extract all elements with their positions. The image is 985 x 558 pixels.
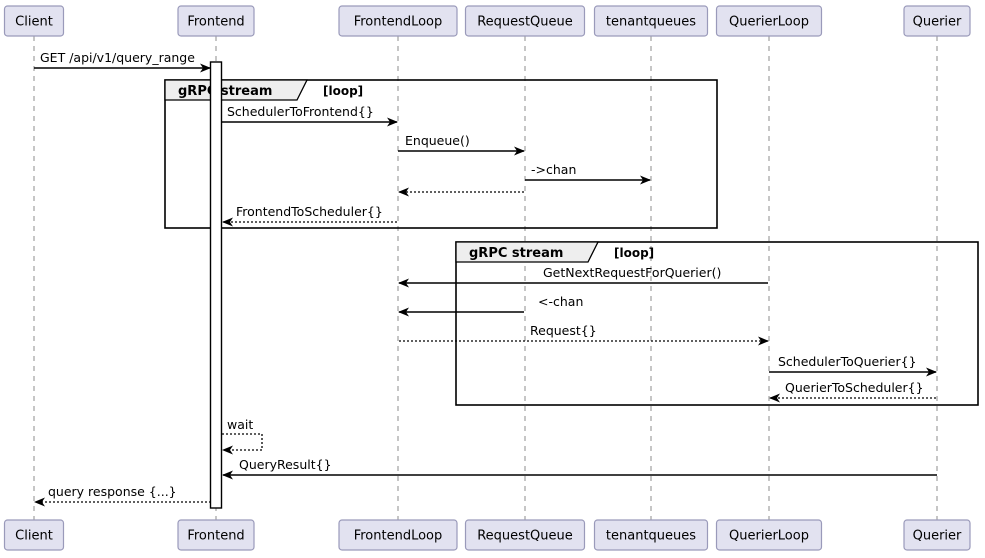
participant-querier-loop-top[interactable]: QuerierLoop: [715, 5, 823, 37]
participant-label: QuerierLoop: [729, 529, 809, 544]
participant-label: Client: [15, 529, 53, 544]
activation-bar-frontend: [209, 61, 223, 509]
participant-label: Frontend: [187, 15, 244, 30]
self-message-label: wait: [227, 417, 253, 432]
participant-label: Querier: [913, 529, 962, 544]
message-label: GetNextRequestForQuerier(): [543, 265, 721, 280]
fragment-border: [455, 241, 979, 406]
participant-label: Frontend: [187, 529, 244, 544]
participant-label: FrontendLoop: [354, 15, 443, 30]
activations-layer: [209, 61, 223, 509]
message-label: <-chan: [538, 294, 583, 309]
message-label: Request{}: [530, 323, 597, 338]
participant-box-shape: [3, 5, 65, 37]
lifelines-layer: [33, 36, 938, 520]
message-label: query response {...}: [48, 484, 177, 499]
participant-client-bottom[interactable]: Client: [3, 519, 65, 551]
participant-label: RequestQueue: [477, 15, 573, 30]
participant-box-shape: [593, 519, 709, 551]
message-label: QueryResult{}: [239, 457, 332, 472]
message-label: QuerierToScheduler{}: [785, 380, 924, 395]
fragment-g-rpc-stream-loop: gRPC stream [loop]: [455, 241, 979, 406]
participant-box-shape: [903, 5, 971, 37]
message-label: Enqueue(): [405, 133, 470, 148]
participant-frontend-loop-bottom[interactable]: FrontendLoop: [338, 519, 458, 551]
message-label: FrontendToScheduler{}: [236, 204, 383, 219]
msg-request[interactable]: Request{}: [399, 323, 769, 346]
msg-scheduler-to-frontend[interactable]: SchedulerToFrontend{}: [222, 104, 398, 127]
participants-layer: ClientClientFrontendFrontendFrontendLoop…: [3, 5, 971, 551]
participant-box-shape: [338, 5, 458, 37]
fragment-loop-label: [loop]: [323, 84, 363, 98]
participant-box-shape: [715, 5, 823, 37]
participant-label: FrontendLoop: [354, 529, 443, 544]
participant-request-queue-top[interactable]: RequestQueue: [464, 5, 586, 37]
participant-client-top[interactable]: Client: [3, 5, 65, 37]
participant-box-shape: [903, 519, 971, 551]
participant-box-shape: [464, 5, 586, 37]
participant-label: Querier: [913, 15, 962, 30]
participant-label: RequestQueue: [477, 529, 573, 544]
self-message-arrow: [222, 433, 263, 455]
participant-tenantqueues-bottom[interactable]: tenantqueues: [593, 519, 709, 551]
messages-layer: GET /api/v1/query_rangeSchedulerToFronte…: [34, 50, 937, 507]
message-label: GET /api/v1/query_range: [40, 50, 195, 65]
participant-frontend-top[interactable]: Frontend: [177, 5, 255, 37]
participant-box-shape: [338, 519, 458, 551]
participant-frontend-loop-top[interactable]: FrontendLoop: [338, 5, 458, 37]
participant-label: tenantqueues: [606, 529, 696, 544]
msg-from-chan[interactable]: <-chan: [398, 294, 583, 317]
msg-get-query-range[interactable]: GET /api/v1/query_range: [34, 50, 211, 73]
participant-querier-loop-bottom[interactable]: QuerierLoop: [715, 519, 823, 551]
participant-label: QuerierLoop: [729, 15, 809, 30]
message-label: SchedulerToQuerier{}: [778, 354, 917, 369]
participant-box-shape: [177, 5, 255, 37]
msg-to-chan[interactable]: ->chan: [525, 162, 651, 185]
message-label: SchedulerToFrontend{}: [227, 104, 374, 119]
fragment-tab: [164, 79, 309, 101]
fragments-layer: gRPC stream [loop] gRPC stream [loop]: [164, 79, 979, 406]
participant-box-shape: [715, 519, 823, 551]
participant-querier-bottom[interactable]: Querier: [903, 519, 971, 551]
msg-query-result[interactable]: QueryResult{}: [222, 457, 937, 480]
participant-box-shape: [177, 519, 255, 551]
msg-querier-to-scheduler[interactable]: QuerierToScheduler{}: [769, 380, 936, 403]
fragment-loop-label: [loop]: [614, 246, 654, 260]
participant-label: Client: [15, 15, 53, 30]
msg-frontend-to-scheduler[interactable]: FrontendToScheduler{}: [222, 204, 397, 227]
fragment-border: [164, 79, 718, 229]
participant-label: tenantqueues: [606, 15, 696, 30]
participant-request-queue-bottom[interactable]: RequestQueue: [464, 519, 586, 551]
msg-enqueue[interactable]: Enqueue(): [398, 133, 525, 156]
participant-box-shape: [464, 519, 586, 551]
participant-box-shape: [593, 5, 709, 37]
fragment-tab: [455, 241, 600, 263]
msg-scheduler-to-querier[interactable]: SchedulerToQuerier{}: [769, 354, 937, 377]
msg-query-response[interactable]: query response {...}: [34, 484, 211, 507]
msg-wait[interactable]: wait: [222, 417, 263, 455]
msg-get-next-request-for-querier[interactable]: GetNextRequestForQuerier(): [398, 265, 768, 288]
message-label: ->chan: [531, 162, 576, 177]
fragment-title: gRPC stream: [469, 246, 563, 261]
participant-box-shape: [3, 519, 65, 551]
fragment-title: gRPC stream: [178, 84, 272, 99]
participant-querier-top[interactable]: Querier: [903, 5, 971, 37]
participant-frontend-bottom[interactable]: Frontend: [177, 519, 255, 551]
fragment-g-rpc-stream-loop: gRPC stream [loop]: [164, 79, 718, 229]
participant-tenantqueues-top[interactable]: tenantqueues: [593, 5, 709, 37]
